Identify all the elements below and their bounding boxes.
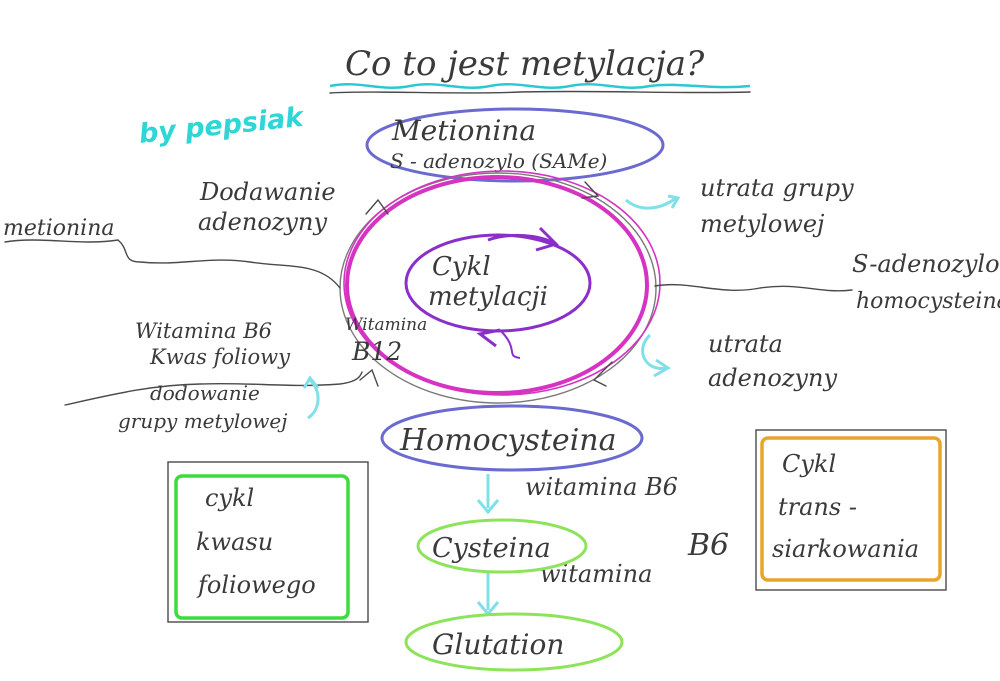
cycle-ring-magenta-2 [343,170,661,396]
node-glutathione: Glutation [432,628,564,661]
label-adding-adenosine-2: adenozyny [198,208,327,236]
ring-arrow-left [365,198,389,215]
folate-cykl: cykl [205,484,254,512]
folate-kwasu: kwasu [196,528,273,556]
ring-arrow-bottom [359,368,379,387]
folate-foliowego: foliowego [196,571,316,599]
label-loss-methyl-2: metylowej [700,210,825,238]
inner-arrow-top [487,233,557,246]
methionine-same-outline [365,107,665,183]
cysteine-outline [416,518,588,574]
cyan-arrowhead-methyl-loss [667,194,681,209]
transsulfuration-cykl: Cykl [782,450,836,478]
node-methionine: Metionina [391,114,536,147]
label-loss-adenosine-1: utrata [708,330,783,358]
label-adding-adenosine-1: Dodawanie [199,178,336,206]
inner-arrow-tail [499,329,521,359]
label-sah-1: S-adenozylo [852,250,1000,278]
center-cykl: Cykl [432,252,491,282]
label-methionine-input: metionina [3,216,115,241]
homocysteine-outline [380,404,644,472]
label-folic-acid: Kwas foliowy [149,345,291,369]
cyan-arrowhead-adenosine-loss [653,358,671,378]
transsulfuration-box-outer [755,429,947,591]
methionine-input-line [4,239,341,289]
ring-arrow-right [592,361,613,387]
sah-line [654,283,853,292]
cyan-arrowhead-to-cysteine [476,499,500,515]
cyan-arrow-adenosine-loss [641,333,667,370]
transsulfuration-siarkowania: siarkowania [772,535,919,563]
author-signature: by pepsiak [137,102,306,150]
label-adding-methyl-2: grupy metylowej [118,409,287,433]
label-vitamin-b12-2: B12 [351,337,402,366]
label-adding-methyl-1: dodowanie [150,381,260,405]
transsulfuration-trans: trans - [778,493,857,521]
title-underline-2 [329,90,751,94]
cyan-arrow-methyl-loss [625,196,677,210]
center-metylacji: metylacji [428,282,548,312]
folate-box-outer [167,461,369,623]
transsulfuration-box-inner [760,436,942,582]
label-sah-2: homocysteina [856,289,1000,314]
inner-arrowhead-top [535,226,559,252]
cyan-arrowhead-methyl-add [302,375,320,389]
node-cysteine: Cysteina [432,533,551,564]
folate-box-inner [174,474,350,620]
label-vitamin-b6-1: witamina B6 [525,473,678,501]
inner-arrowhead-bottom [476,328,501,348]
label-vitamin-b12-1: Witamina [345,315,427,335]
label-vitamin-b6-left: Witamina B6 [135,319,272,343]
label-loss-methyl-1: utrata grupy [700,174,854,202]
node-homocysteine: Homocysteina [399,423,617,458]
methyl-adding-line [64,371,363,406]
title: Co to jest metylacja? [345,44,705,84]
label-b6-2: B6 [687,528,729,563]
ring-arrow-top [581,181,600,199]
label-loss-adenosine-2: adenozyny [708,364,837,392]
node-same: S - adenozylo (SAMe) [390,149,607,173]
title-underline [329,83,751,89]
cycle-ring-magenta [345,175,649,395]
glutathione-outline [404,612,624,672]
